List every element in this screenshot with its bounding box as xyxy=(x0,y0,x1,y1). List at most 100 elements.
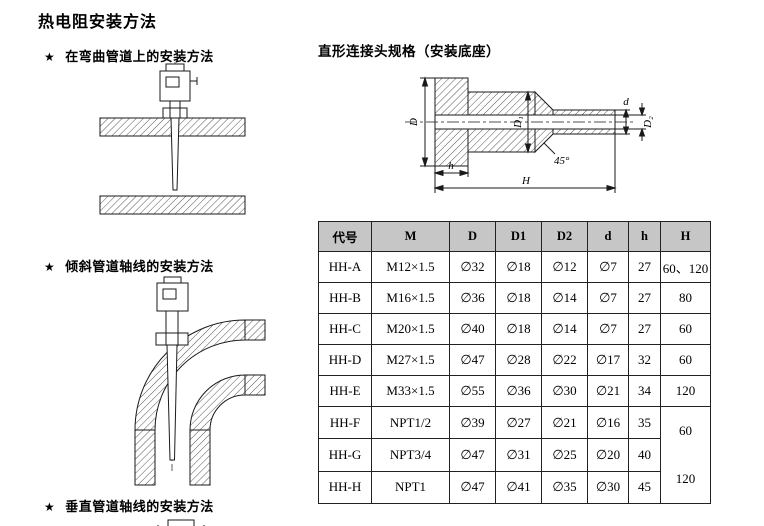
page-title: 热电阻安装方法 xyxy=(38,14,158,31)
thermowell xyxy=(170,117,180,191)
section-label: 垂直管道轴线的安装方法 xyxy=(65,499,214,514)
table-cell: ∅20 xyxy=(587,438,629,472)
table-cell: ∅14 xyxy=(541,313,588,345)
table-cell: NPT1 xyxy=(371,470,450,505)
table-cell: 35 xyxy=(628,405,661,440)
table-cell: HH-B xyxy=(318,282,372,314)
dim-label-D1: D₁ xyxy=(512,116,524,129)
dimension-labels: D D₁ d D₂ h H 45° xyxy=(408,96,654,187)
spec-table: 代号 M D D1 D2 d h H HH-A M12×1.5 ∅32 ∅18 … xyxy=(318,221,711,505)
table-row: HH-G NPT3/4 ∅47 ∅31 ∅25 ∅20 40 xyxy=(318,438,711,472)
star-bullet-icon: ★ xyxy=(44,500,56,514)
table-cell: ∅14 xyxy=(541,282,588,314)
neck xyxy=(165,310,179,334)
merged-H-cell: 60 120 xyxy=(660,406,711,504)
curved-pipe-drawing xyxy=(99,62,246,215)
vertical-pipe-left-wall xyxy=(134,429,156,486)
pipe-wall-bottom xyxy=(99,195,246,215)
hex-nut xyxy=(162,107,188,119)
col-header-d: d xyxy=(587,221,629,252)
table-cell: ∅32 xyxy=(449,251,496,283)
elbow-inner-wall xyxy=(189,374,246,431)
col-header-M: M xyxy=(371,221,450,252)
terminal-block xyxy=(165,76,180,88)
col-header-H: H xyxy=(660,221,711,252)
table-cell: ∅36 xyxy=(449,282,496,314)
elbow-pipe-drawing xyxy=(134,276,266,486)
table-cell: ∅12 xyxy=(541,251,588,283)
table-cell: 120 xyxy=(660,375,711,407)
table-row: HH-H NPT1 ∅47 ∅41 ∅35 ∅30 45 xyxy=(318,470,711,505)
table-cell: NPT3/4 xyxy=(371,438,450,472)
table-row: HH-C M20×1.5 ∅40 ∅18 ∅14 ∅7 27 60 xyxy=(318,313,711,345)
dim-label-h: h xyxy=(448,160,454,172)
section-label: 在弯曲管道上的安装方法 xyxy=(65,49,214,64)
table-cell: 60 xyxy=(660,344,711,376)
table-cell: HH-D xyxy=(318,344,372,376)
dim-label-d: d xyxy=(623,96,629,108)
table-cell: M16×1.5 xyxy=(371,282,450,314)
table-cell: 80 xyxy=(660,282,711,314)
col-header-D1: D1 xyxy=(495,221,542,252)
table-cell: ∅47 xyxy=(449,344,496,376)
table-cell: ∅28 xyxy=(495,344,542,376)
section-label: 倾斜管道轴线的安装方法 xyxy=(65,259,214,274)
table-cell: M27×1.5 xyxy=(371,344,450,376)
merged-H-top: 60 xyxy=(679,423,692,438)
elbow-outer-wall xyxy=(134,319,246,431)
table-row: HH-E M33×1.5 ∅55 ∅36 ∅30 ∅21 34 120 xyxy=(318,375,711,407)
section-title-vertical-pipe: ★ 垂直管道轴线的安装方法 xyxy=(44,496,214,515)
table-cell: HH-G xyxy=(318,438,372,472)
table-cell: 27 xyxy=(628,251,661,283)
table-cell: M33×1.5 xyxy=(371,375,450,407)
star-bullet-icon: ★ xyxy=(44,50,56,64)
col-header-D: D xyxy=(449,221,496,252)
table-cell: ∅30 xyxy=(587,470,629,505)
table-cell: ∅47 xyxy=(449,470,496,505)
connector-spec-heading: 直形连接头规格（安装底座） xyxy=(318,44,500,59)
table-cell: 45 xyxy=(628,470,661,505)
vertical-pipe-right-wall xyxy=(189,429,211,486)
col-header-D2: D2 xyxy=(541,221,588,252)
table-cell: 32 xyxy=(628,344,661,376)
col-header-code: 代号 xyxy=(318,221,372,252)
connector-drawing: D D₁ d D₂ h H 45° xyxy=(405,76,654,193)
dim-label-angle: 45° xyxy=(554,155,570,167)
table-cell: ∅17 xyxy=(587,344,629,376)
thermowell xyxy=(166,344,178,461)
table-cell: 34 xyxy=(628,375,661,407)
table-cell: ∅18 xyxy=(495,313,542,345)
table-cell: ∅30 xyxy=(541,375,588,407)
table-cell: 60、120 xyxy=(660,251,711,283)
table-cell: ∅39 xyxy=(449,405,496,440)
neck xyxy=(169,100,181,109)
table-cell: 60 xyxy=(660,313,711,345)
table-cell: ∅27 xyxy=(495,405,542,440)
table-cell: ∅7 xyxy=(587,313,629,345)
table-cell: HH-E xyxy=(318,375,372,407)
head-cap xyxy=(165,63,185,72)
table-cell: 27 xyxy=(628,313,661,345)
dim-label-D2: D₂ xyxy=(642,116,654,129)
clipped-next-drawing xyxy=(157,519,205,526)
table-row: HH-D M27×1.5 ∅47 ∅28 ∅22 ∅17 32 60 xyxy=(318,344,711,376)
table-cell: ∅7 xyxy=(587,251,629,283)
head-cap xyxy=(163,276,182,284)
table-cell: ∅25 xyxy=(541,438,588,472)
table-cell: ∅18 xyxy=(495,251,542,283)
table-cell: ∅35 xyxy=(541,470,588,505)
table-cell: ∅47 xyxy=(449,438,496,472)
table-cell: ∅40 xyxy=(449,313,496,345)
table-cell: ∅36 xyxy=(495,375,542,407)
merged-H-bottom: 120 xyxy=(675,471,696,486)
table-row: HH-A M12×1.5 ∅32 ∅18 ∅12 ∅7 27 60、120 xyxy=(318,251,711,283)
table-cell: NPT1/2 xyxy=(371,405,450,440)
col-header-h: h xyxy=(628,221,661,252)
table-cell: HH-H xyxy=(318,470,372,505)
table-cell: ∅21 xyxy=(541,405,588,440)
terminal-block xyxy=(162,288,177,300)
table-cell: ∅55 xyxy=(449,375,496,407)
hex-nut xyxy=(155,332,189,346)
star-bullet-icon: ★ xyxy=(44,260,56,274)
